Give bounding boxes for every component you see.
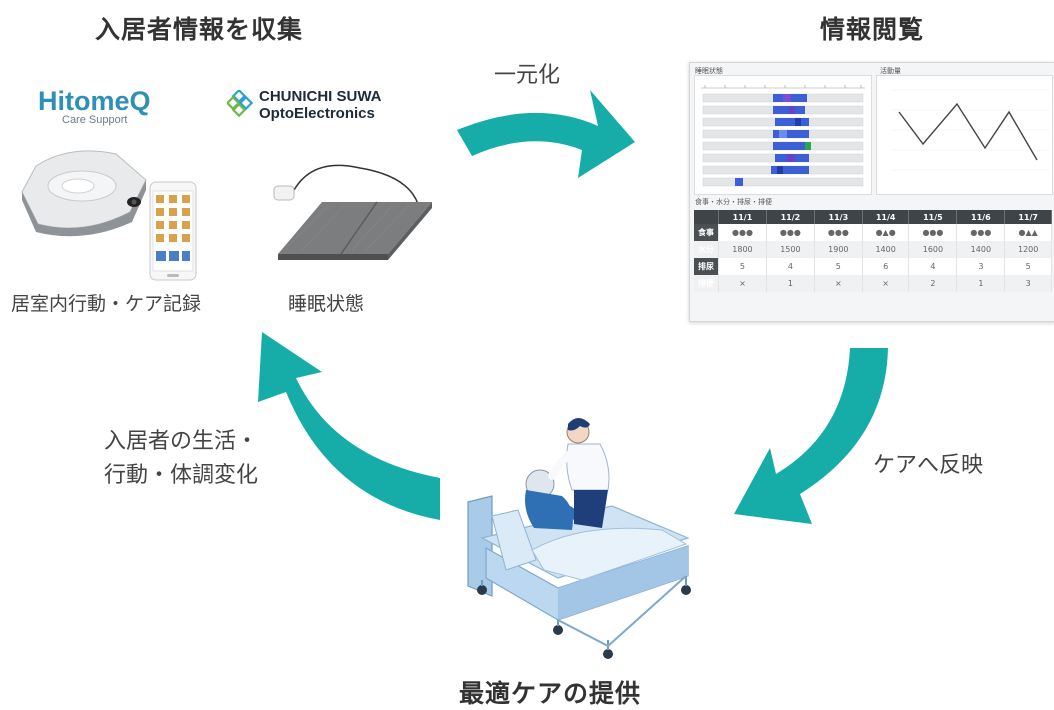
caption-room-activity: 居室内行動・ケア記録 bbox=[11, 293, 202, 315]
sleep-chart-title: 睡眠状態 bbox=[695, 67, 723, 75]
arrow-changes bbox=[258, 332, 440, 520]
table-cell: 1800 bbox=[718, 241, 767, 258]
table-row-urination: 排尿 5 4 5 6 4 3 5 bbox=[694, 258, 1052, 275]
table-cell: 3 bbox=[1004, 275, 1052, 292]
blanket bbox=[531, 527, 688, 581]
label-changes-line1: 入居者の生活・ bbox=[104, 429, 259, 454]
row-label: 排便 bbox=[694, 275, 719, 292]
activity-chart-canvas bbox=[891, 89, 1049, 171]
table-cell: 1400 bbox=[956, 241, 1006, 258]
date-header: 11/3 bbox=[814, 210, 863, 224]
table-cell: 5 bbox=[718, 258, 767, 275]
table-row-defecation: 排便 × 1 × × 2 1 3 bbox=[694, 275, 1052, 292]
table-cell: ●▲● bbox=[862, 224, 910, 241]
date-header: 11/2 bbox=[766, 210, 815, 224]
table-cell: ●●● bbox=[766, 224, 815, 241]
ceiling-sensor-illustration bbox=[21, 150, 147, 237]
sleep-chart-canvas bbox=[701, 85, 865, 187]
hitomeq-logo-text: HitomeQ bbox=[38, 86, 151, 116]
table-cell: 1900 bbox=[814, 241, 863, 258]
table-cell: × bbox=[862, 275, 910, 292]
table-row-meal: 食事 ●●● ●●● ●●● ●▲● ●●● ●●● ●▲▲ bbox=[694, 224, 1052, 241]
hitomeq-logo-subtext: Care Support bbox=[62, 114, 128, 126]
date-header: 11/7 bbox=[1004, 210, 1052, 224]
table-cell: 1 bbox=[956, 275, 1006, 292]
table-cell: × bbox=[718, 275, 767, 292]
bed-headboard bbox=[467, 495, 493, 597]
table-cell: ●●● bbox=[956, 224, 1006, 241]
table-cell: 2 bbox=[908, 275, 958, 292]
table-cell: 1400 bbox=[862, 241, 910, 258]
smartphone-app-illustration bbox=[149, 181, 197, 281]
table-cell: ●▲▲ bbox=[1004, 224, 1052, 241]
daily-care-table: 11/1 11/2 11/3 11/4 11/5 11/6 11/7 食事 ●●… bbox=[694, 210, 1052, 292]
row-label: 排尿 bbox=[694, 258, 719, 275]
table-cell: 4 bbox=[908, 258, 958, 275]
date-header: 11/6 bbox=[956, 210, 1006, 224]
chunichi-logo-line1: CHUNICHI SUWA bbox=[259, 88, 382, 105]
heading-optimal-care: 最適ケアの提供 bbox=[459, 679, 642, 708]
table-cell: 1 bbox=[766, 275, 815, 292]
label-unify: 一元化 bbox=[494, 63, 561, 88]
table-row-water: 水分 1800 1500 1900 1400 1600 1400 1200 bbox=[694, 241, 1052, 258]
table-cell: 1500 bbox=[766, 241, 815, 258]
date-header: 11/1 bbox=[718, 210, 767, 224]
sleep-sensor-mat-illustration bbox=[273, 164, 432, 260]
row-label: 水分 bbox=[694, 241, 719, 258]
heading-collect: 入居者情報を収集 bbox=[95, 15, 304, 44]
date-header: 11/4 bbox=[862, 210, 910, 224]
dashboard-panel: 睡眠状態 活動量 bbox=[689, 62, 1054, 322]
chunichi-suwa-logo: CHUNICHI SUWA OptoElectronics bbox=[227, 86, 423, 126]
table-cell: 1600 bbox=[908, 241, 958, 258]
activity-chart bbox=[876, 75, 1053, 195]
table-cell: 6 bbox=[862, 258, 910, 275]
table-cell: 3 bbox=[956, 258, 1006, 275]
table-title: 食事・水分・排尿・排便 bbox=[695, 198, 772, 206]
table-cell: ●●● bbox=[908, 224, 958, 241]
arrow-reflect bbox=[734, 348, 888, 524]
chunichi-suwa-emblem-icon bbox=[227, 90, 254, 118]
table-cell: 4 bbox=[766, 258, 815, 275]
caption-sleep-state: 睡眠状態 bbox=[288, 293, 365, 315]
activity-chart-title: 活動量 bbox=[880, 67, 901, 75]
table-header-row: 11/1 11/2 11/3 11/4 11/5 11/6 11/7 bbox=[694, 210, 1052, 224]
sleep-chart bbox=[694, 75, 872, 195]
care-scene-illustration bbox=[467, 418, 691, 659]
arrow-unify bbox=[457, 90, 635, 178]
table-cell: 1200 bbox=[1004, 241, 1052, 258]
table-cell: ●●● bbox=[814, 224, 863, 241]
label-changes-line2: 行動・体調変化 bbox=[104, 463, 259, 488]
table-cell: 5 bbox=[814, 258, 863, 275]
table-cell: × bbox=[814, 275, 863, 292]
table-corner-cell bbox=[694, 210, 719, 224]
table-cell: 5 bbox=[1004, 258, 1052, 275]
row-label: 食事 bbox=[694, 224, 719, 241]
date-header: 11/5 bbox=[908, 210, 958, 224]
heading-browse: 情報閲覧 bbox=[820, 15, 925, 44]
chunichi-logo-line2: OptoElectronics bbox=[259, 105, 375, 122]
label-reflect: ケアへ反映 bbox=[873, 453, 984, 478]
table-cell: ●●● bbox=[718, 224, 767, 241]
hitomeq-logo: HitomeQ Care Support bbox=[38, 86, 151, 126]
